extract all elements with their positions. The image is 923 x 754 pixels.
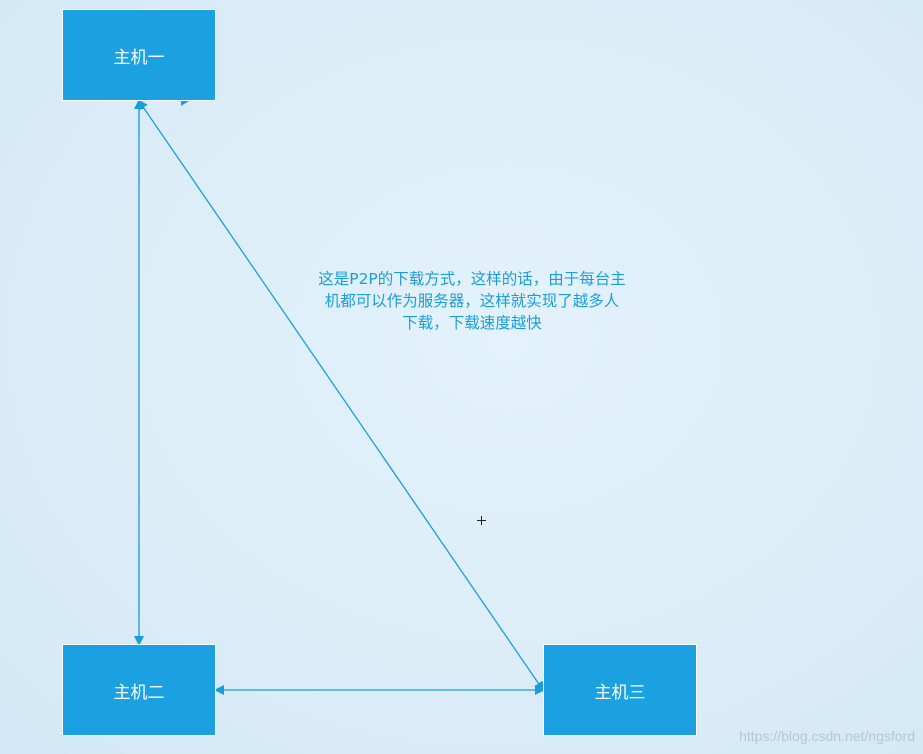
watermark-url: https://blog.csdn.net/ngsford (739, 728, 915, 744)
connector-host1-host3 (137, 99, 545, 692)
host-two-node[interactable]: 主机二 (62, 644, 216, 736)
host-three-label: 主机三 (594, 682, 646, 703)
p2p-annotation-text: 这是P2P的下载方式，这样的话，由于每台主 机都可以作为服务器，这样就实现了越多… (318, 270, 626, 332)
crosshair-cursor-icon (477, 516, 486, 525)
host-two-label: 主机二 (113, 682, 165, 703)
host-one-label: 主机一 (113, 47, 165, 68)
host-three-node[interactable]: 主机三 (543, 644, 697, 736)
host-one-node[interactable]: 主机一 (62, 9, 216, 101)
